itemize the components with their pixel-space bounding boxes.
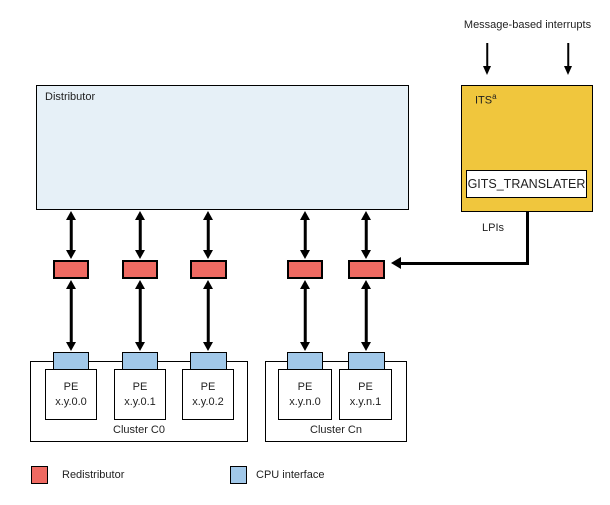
- pe-label: PE: [132, 380, 148, 393]
- pe-box: PE x.y.n.0: [278, 369, 332, 420]
- pe-box: PE x.y.0.0: [45, 369, 97, 420]
- double-arrow: [361, 280, 371, 351]
- double-arrow: [203, 211, 213, 259]
- cpu-interface-box: [53, 352, 89, 370]
- gits-translater-box: GITS_TRANSLATER: [466, 170, 587, 198]
- legend-cpu-interface-swatch: [230, 466, 247, 484]
- pe-id: x.y.n.1: [349, 395, 382, 408]
- redistributor-box: [122, 260, 158, 279]
- redistributor-box: [287, 260, 323, 279]
- pe-id: x.y.0.2: [192, 395, 224, 408]
- double-arrow: [300, 211, 310, 259]
- cpu-interface-box: [348, 352, 385, 370]
- pe-box: PE x.y.n.1: [339, 369, 392, 420]
- pe-id: x.y.0.0: [55, 395, 87, 408]
- pe-label: PE: [358, 380, 373, 393]
- message-interrupts-label: Message-based interrupts: [463, 19, 592, 31]
- legend-redistributor-swatch: [31, 466, 48, 484]
- its-label: ITSa: [475, 92, 497, 107]
- down-arrow-icon: [482, 43, 492, 75]
- distributor-box: Distributor: [36, 85, 409, 210]
- pe-label: PE: [200, 380, 216, 393]
- cpu-interface-box: [122, 352, 158, 370]
- pe-id: x.y.n.0: [289, 395, 321, 408]
- lpis-label: LPIs: [482, 222, 505, 234]
- double-arrow: [203, 280, 213, 351]
- legend-cpu-interface-label: CPU interface: [256, 469, 325, 481]
- double-arrow: [361, 211, 371, 259]
- cluster-label: Cluster C0: [113, 424, 165, 436]
- legend-redistributor-label: Redistributor: [62, 469, 125, 481]
- cpu-interface-box: [287, 352, 323, 370]
- double-arrow: [135, 280, 145, 351]
- double-arrow: [300, 280, 310, 351]
- down-arrow-icon: [563, 43, 573, 75]
- cluster-label: Cluster Cn: [310, 424, 362, 436]
- double-arrow: [66, 280, 76, 351]
- redistributor-box: [53, 260, 89, 279]
- cluster-box-cn: Cluster Cn: [265, 361, 407, 442]
- its-to-redistributor-arrow-horizontal: [399, 262, 529, 265]
- pe-box: PE x.y.0.1: [114, 369, 166, 420]
- left-arrowhead-icon: [391, 257, 401, 269]
- distributor-label: Distributor: [45, 91, 96, 103]
- redistributor-box: [348, 260, 385, 279]
- pe-label: PE: [297, 380, 313, 393]
- its-to-redistributor-arrow-vertical: [526, 212, 529, 265]
- pe-box: PE x.y.0.2: [182, 369, 234, 420]
- its-footnote-marker: a: [492, 92, 497, 101]
- redistributor-box: [190, 260, 227, 279]
- double-arrow: [135, 211, 145, 259]
- pe-label: PE: [63, 380, 79, 393]
- its-box: ITSa GITS_TRANSLATER: [461, 85, 593, 212]
- double-arrow: [66, 211, 76, 259]
- cpu-interface-box: [190, 352, 227, 370]
- pe-id: x.y.0.1: [124, 395, 156, 408]
